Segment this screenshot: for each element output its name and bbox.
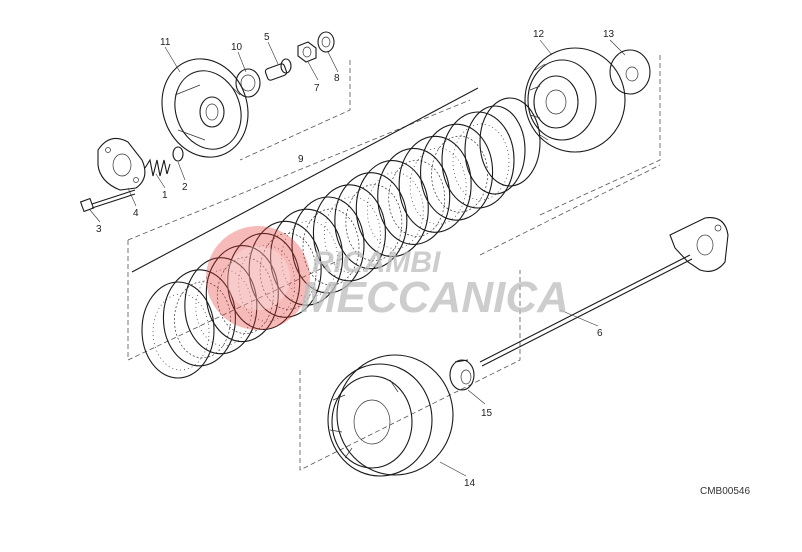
watermark-logo-icon bbox=[206, 226, 310, 330]
clutch-basket-part-14[interactable] bbox=[327, 354, 454, 477]
clutch-plate bbox=[248, 220, 322, 318]
clutch-plate bbox=[377, 147, 451, 245]
spring-ring bbox=[479, 97, 541, 187]
clutch-plate-inner bbox=[409, 147, 467, 225]
spring-ring bbox=[464, 105, 526, 195]
clutch-plate-inner bbox=[366, 172, 424, 249]
clutch-plate-inner bbox=[174, 281, 231, 359]
clutch-plate-inner bbox=[302, 208, 360, 286]
clutch-plate-pack-part-9[interactable] bbox=[141, 97, 541, 379]
nut-part-7[interactable] bbox=[297, 41, 317, 63]
callout-4: 4 bbox=[133, 208, 139, 219]
washer-part-8[interactable] bbox=[317, 31, 335, 53]
bolt-part-3[interactable] bbox=[79, 189, 136, 213]
clutch-plate-inner bbox=[238, 245, 296, 322]
clutch-plate bbox=[441, 111, 515, 209]
clutch-plate bbox=[334, 172, 408, 270]
bearing-part-10[interactable] bbox=[235, 68, 261, 98]
callout-11: 11 bbox=[160, 37, 171, 48]
callout-2: 2 bbox=[182, 182, 188, 193]
pressure-plate-part-11[interactable] bbox=[148, 47, 261, 170]
clutch-plate bbox=[312, 184, 386, 282]
clutch-plate-inner bbox=[388, 160, 446, 237]
pushrod-pin-part-5[interactable] bbox=[264, 58, 292, 81]
callout-9: 9 bbox=[298, 154, 304, 165]
clutch-plate-inner bbox=[216, 257, 274, 334]
callout-8: 8 bbox=[334, 73, 340, 84]
watermark-line2: MECCANICA bbox=[300, 273, 569, 322]
callout-7: 7 bbox=[314, 83, 320, 94]
clutch-plate bbox=[270, 208, 344, 306]
clutch-plate bbox=[420, 123, 494, 221]
callout-1: 1 bbox=[162, 190, 168, 201]
clutch-plate-inner bbox=[152, 293, 210, 371]
clutch-plate-inner bbox=[345, 184, 403, 262]
drawing-code: CMB00546 bbox=[700, 486, 750, 497]
assembly-guides bbox=[127, 55, 661, 471]
clutch-plate-inner bbox=[195, 269, 253, 347]
callout-5: 5 bbox=[264, 32, 270, 43]
clutch-plate bbox=[184, 257, 258, 355]
clutch-plate-inner bbox=[452, 123, 510, 201]
cover-plate-part-4[interactable] bbox=[97, 137, 146, 191]
callout-13: 13 bbox=[603, 29, 615, 40]
clutch-plate-inner bbox=[324, 196, 381, 274]
clutch-plate bbox=[227, 232, 301, 330]
clutch-plate-inner bbox=[281, 220, 338, 298]
clutch-plate bbox=[398, 135, 472, 233]
callout-leaders bbox=[89, 39, 626, 477]
clutch-plate-inner bbox=[259, 232, 317, 310]
bushing-part-15[interactable] bbox=[449, 359, 475, 391]
pushrod-part-6[interactable] bbox=[479, 217, 729, 367]
clutch-plate bbox=[162, 269, 236, 367]
callout-6: 6 bbox=[597, 328, 603, 339]
callout-3: 3 bbox=[96, 224, 102, 235]
clutch-plate bbox=[141, 281, 215, 379]
callout-12: 12 bbox=[533, 29, 545, 40]
thrust-washer-part-13[interactable] bbox=[609, 49, 651, 95]
callout-14: 14 bbox=[464, 478, 476, 489]
spring-part-1[interactable] bbox=[144, 158, 171, 177]
watermark-line1: RICAMBI bbox=[312, 246, 441, 279]
callout-labels: 11 10 5 7 8 1 2 3 4 9 12 13 6 15 14 bbox=[96, 29, 615, 489]
clutch-plate bbox=[205, 245, 279, 343]
circlip-part-2[interactable] bbox=[172, 146, 184, 162]
clutch-hub-part-12[interactable] bbox=[524, 47, 626, 153]
plate-pack-bracket bbox=[131, 87, 479, 273]
clutch-plate-inner bbox=[431, 135, 488, 213]
watermark: RICAMBI MECCANICA bbox=[206, 226, 569, 330]
callout-15: 15 bbox=[481, 408, 493, 419]
clutch-plate bbox=[291, 196, 365, 294]
callout-10: 10 bbox=[231, 42, 243, 53]
clutch-plate bbox=[355, 160, 429, 258]
